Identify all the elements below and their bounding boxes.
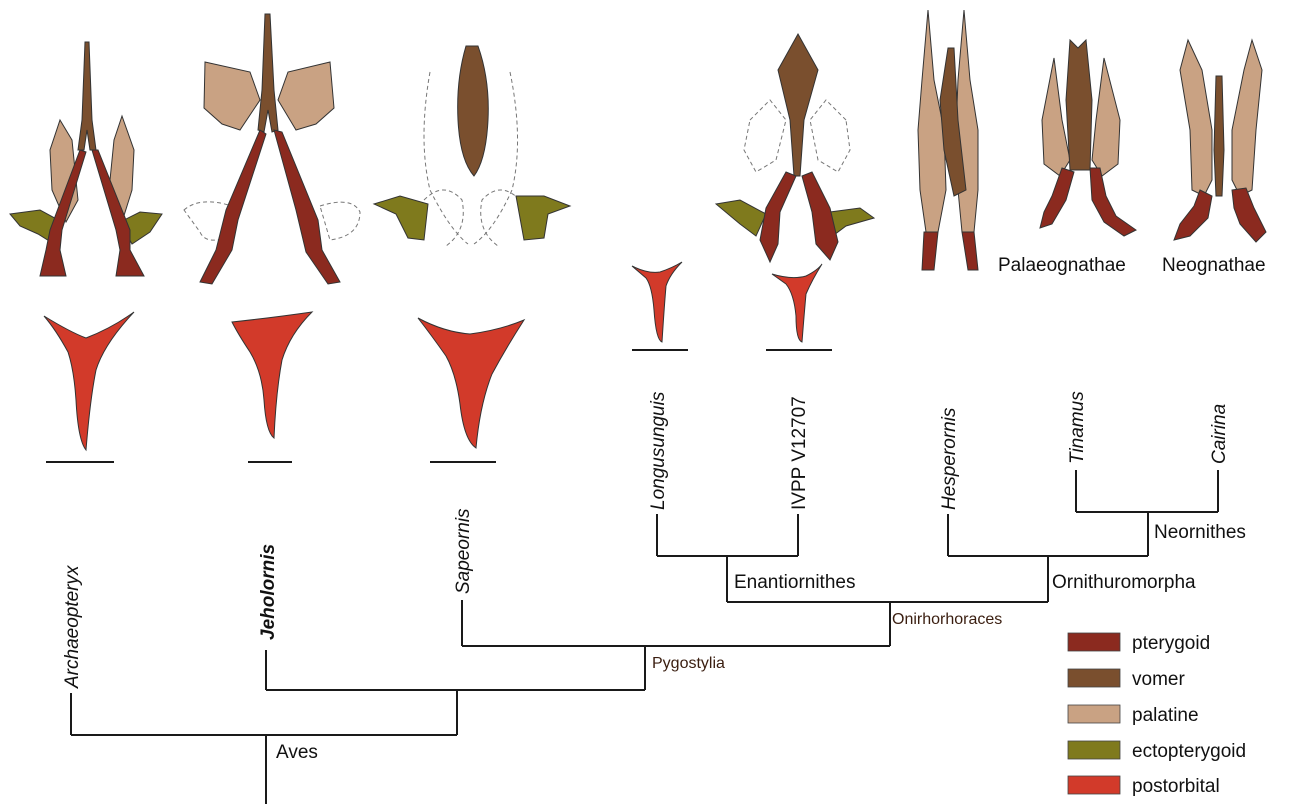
- palate-ivpp: [716, 34, 874, 262]
- palate-palaeognathae: [1040, 40, 1136, 236]
- scale-bars: [46, 350, 832, 462]
- legend-swatch-ectopterygoid: [1068, 741, 1120, 759]
- palate-hesperornis: [918, 10, 978, 270]
- taxon-label-tinamus: Tinamus: [1067, 391, 1088, 464]
- palate-neognathae: [1174, 40, 1266, 242]
- clade-label-enantiornithes: Enantiornithes: [734, 572, 855, 593]
- legend-swatch-pterygoid: [1068, 633, 1120, 651]
- taxon-label-archaeopteryx: Archaeopteryx: [62, 564, 83, 689]
- clade-label-neornithes: Neornithes: [1154, 522, 1246, 543]
- clade-label-ornithuromorpha: Ornithuromorpha: [1052, 572, 1196, 593]
- phylogenetic-tree: [71, 470, 1218, 804]
- taxon-label-ivpp: IVPP V12707: [789, 396, 810, 510]
- clade-label-aves: Aves: [276, 742, 318, 763]
- label-neognathae: Neognathae: [1162, 255, 1266, 276]
- taxon-label-jeholornis: Jeholornis: [258, 544, 279, 640]
- clade-label-onirhorhoraces: Onirhorhoraces: [892, 611, 1002, 628]
- postorbital-sapeornis: [418, 318, 524, 448]
- clade-label-pygostylia: Pygostylia: [652, 655, 725, 672]
- postorbital-archaeopteryx: [44, 312, 134, 450]
- label-palaeognathae: Palaeognathae: [998, 255, 1126, 276]
- legend-swatch-postorbital: [1068, 776, 1120, 794]
- taxon-label-longusunguis: Longusunguis: [648, 391, 669, 510]
- legend-swatch-palatine: [1068, 705, 1120, 723]
- legend-swatch-vomer: [1068, 669, 1120, 687]
- legend-label-pterygoid: pterygoid: [1132, 633, 1210, 654]
- palate-jeholornis: [184, 14, 360, 284]
- legend-label-ectopterygoid: ectopterygoid: [1132, 741, 1246, 762]
- postorbital-jeholornis: [232, 312, 312, 438]
- palate-sapeornis: [374, 46, 570, 246]
- taxon-label-sapeornis: Sapeornis: [453, 508, 474, 594]
- taxon-label-cairina: Cairina: [1209, 404, 1230, 464]
- legend: pterygoid vomer palatine ectopterygoid p…: [1068, 633, 1246, 797]
- palate-archaeopteryx: [10, 42, 162, 276]
- legend-label-palatine: palatine: [1132, 705, 1199, 726]
- legend-label-postorbital: postorbital: [1132, 776, 1220, 797]
- postorbital-ivpp: [772, 264, 822, 342]
- postorbital-longusunguis: [632, 262, 682, 342]
- taxon-label-hesperornis: Hesperornis: [939, 407, 960, 510]
- legend-label-vomer: vomer: [1132, 669, 1185, 690]
